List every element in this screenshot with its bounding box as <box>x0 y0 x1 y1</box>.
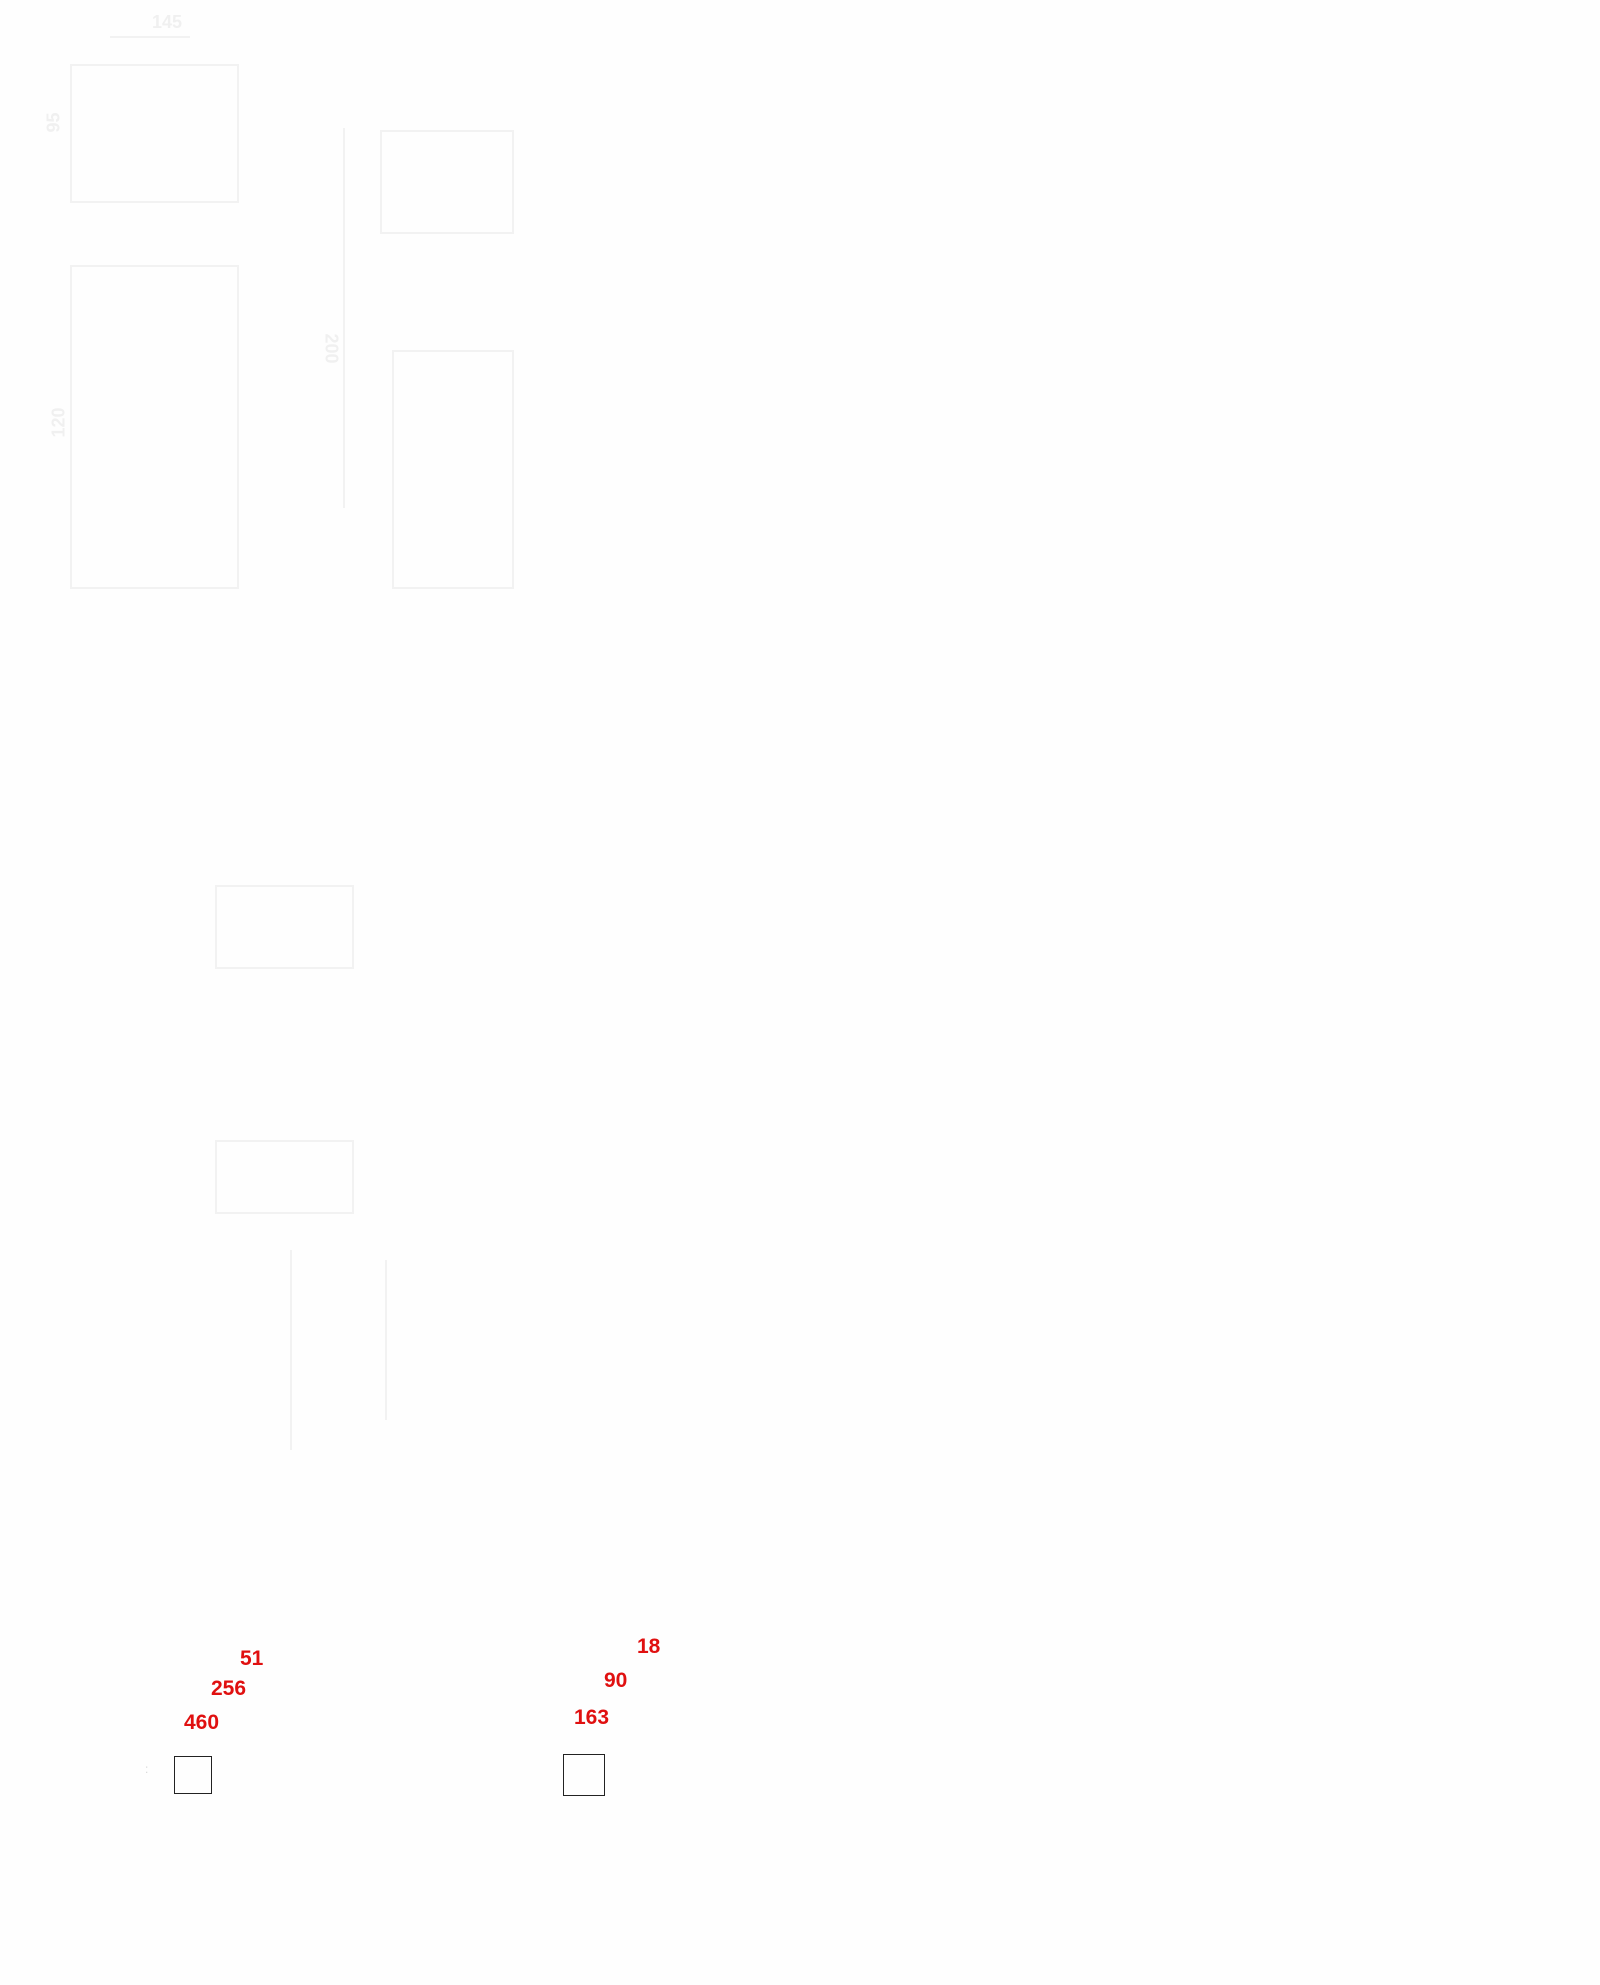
value-label: 460 <box>184 1711 220 1734</box>
faint-rect-center-upper <box>215 885 354 969</box>
empty-square-left <box>174 1756 212 1794</box>
faint-rect-lower-left <box>70 265 239 589</box>
faint-line-center-vertical <box>290 1250 292 1450</box>
faint-label-top: 145 <box>152 12 183 32</box>
faint-rect-lower-right <box>392 350 514 589</box>
faint-label-left-lower: 120 <box>48 407 69 438</box>
value-label: 51 <box>240 1647 264 1670</box>
faint-label-middle: 200 <box>321 333 342 364</box>
faint-dimension-line-top <box>110 36 190 38</box>
faint-vertical-line-mid <box>343 128 345 508</box>
value-label: 90 <box>604 1669 628 1692</box>
faint-rect-upper-right <box>380 130 514 234</box>
value-label: 18 <box>637 1635 661 1658</box>
faint-line-center-vertical-2 <box>385 1260 387 1420</box>
empty-square-right <box>563 1754 605 1796</box>
tick-mark: : <box>145 1762 149 1776</box>
value-label: 256 <box>211 1677 247 1700</box>
faint-rect-upper-left <box>70 64 239 203</box>
value-label: 163 <box>574 1706 610 1729</box>
faint-label-left-upper: 95 <box>43 112 64 133</box>
faint-rect-center-lower <box>215 1140 354 1214</box>
